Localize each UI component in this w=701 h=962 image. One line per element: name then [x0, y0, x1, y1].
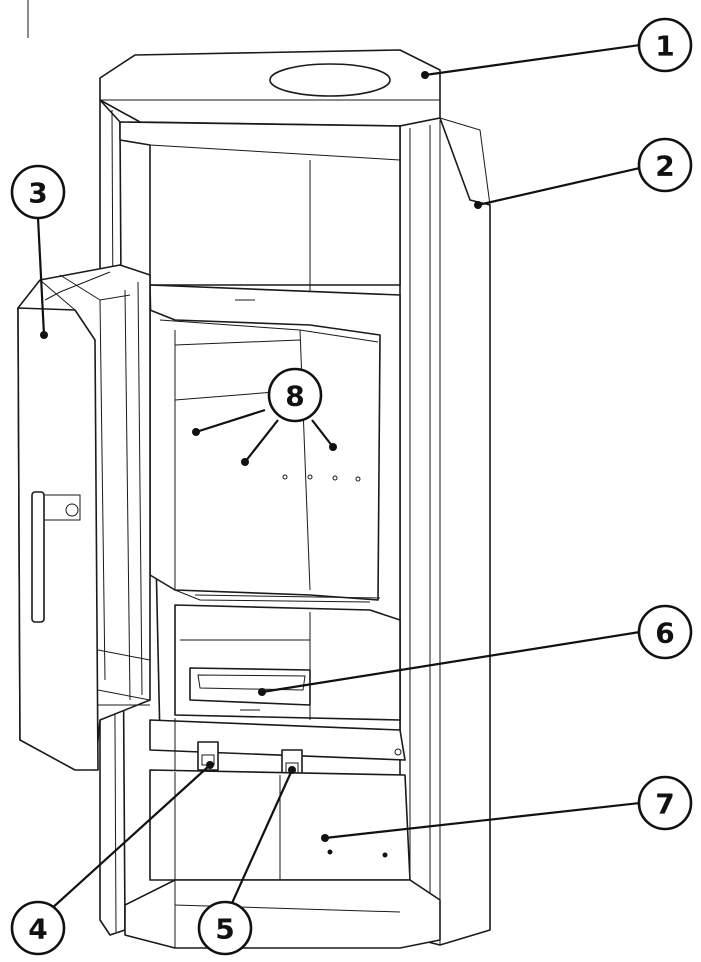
callout-4-label: 4: [28, 913, 47, 946]
callout-5-label: 5: [215, 913, 234, 946]
ash-pan-opening: [189, 667, 311, 706]
top-cover: [99, 49, 441, 127]
flue-collar: [269, 63, 391, 97]
callout-7-label: 7: [655, 788, 674, 821]
callout-5: 5: [197, 900, 253, 956]
firebox-opening: [149, 309, 381, 601]
door-handle: [31, 491, 45, 623]
callout-6-label: 6: [655, 617, 674, 650]
callout-8: 8: [267, 367, 323, 423]
base-plinth: [124, 879, 441, 949]
callout-7: 7: [637, 775, 693, 831]
callout-1: 1: [637, 17, 693, 73]
callout-2: 2: [637, 137, 693, 193]
callout-1-label: 1: [655, 30, 674, 63]
callout-6: 6: [637, 604, 693, 660]
callout-3-label: 3: [28, 177, 47, 210]
leaders: [36, 43, 641, 913]
door: [17, 264, 151, 771]
callout-2-label: 2: [655, 150, 674, 183]
callout-4: 4: [10, 900, 66, 956]
callout-3: 3: [10, 164, 66, 220]
stove-body: [99, 49, 491, 949]
callout-8-label: 8: [285, 380, 304, 413]
upper-panel: [119, 121, 401, 286]
air-holes: [282, 474, 361, 482]
